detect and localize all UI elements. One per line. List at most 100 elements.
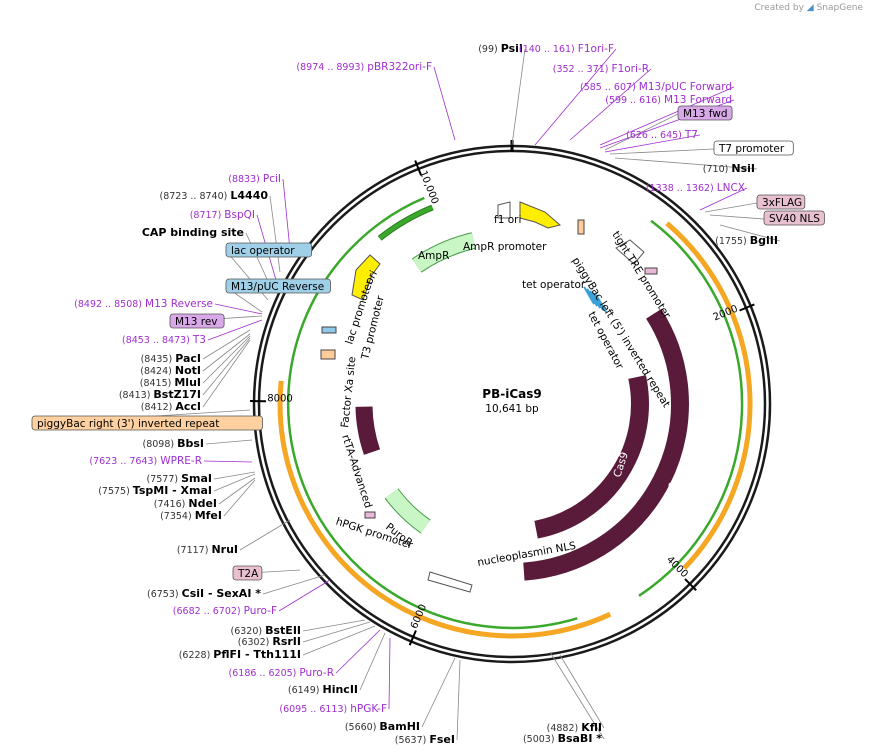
f1-ori-arrow [519, 201, 562, 229]
site-label: (1338 .. 1362) LNCX [646, 182, 745, 194]
leader-line [699, 187, 748, 211]
leader-line [207, 319, 263, 341]
leader-line [202, 339, 251, 408]
site-label: (8424) NotI [140, 364, 201, 377]
site-label: (140 .. 161) F1ori-F [519, 43, 614, 55]
site-label: (8833) PciI [228, 173, 281, 185]
site-label-text: (7577) SmaI [146, 472, 212, 485]
site-label: (4882) KflI [547, 721, 602, 734]
tre-label: tight TRE promoter [609, 229, 673, 321]
site-label-text: (8435) PacI [141, 352, 201, 365]
ori-label: ori [363, 269, 380, 287]
site-label: (626 .. 645) T7 [626, 129, 698, 141]
site-label-text: CAP binding site [142, 226, 244, 239]
box-label-text: M13/pUC Reverse [231, 281, 324, 293]
leader-line [609, 148, 715, 155]
site-label-text: (7623 .. 7643) WPRE-R [89, 455, 202, 467]
site-label: (6186 .. 6205) Puro-R [229, 667, 334, 679]
box-label [763, 210, 825, 226]
site-label: (7623 .. 7643) WPRE-R [89, 455, 202, 467]
leader-line [559, 654, 605, 729]
tet-operator-1-label: tet operator [522, 279, 586, 291]
site-label: (6682 .. 6702) Puro-F [173, 605, 277, 617]
site-label-text: (1338 .. 1362) LNCX [646, 182, 745, 194]
cas9-inner-arrow-outline [534, 375, 649, 539]
t3-box [320, 349, 336, 360]
site-label-text: (5003) BsaBI * [523, 732, 602, 745]
leader-line [202, 333, 251, 372]
hpgk-arrow [427, 571, 473, 593]
site-label: (5637) FseI [395, 733, 455, 746]
site-label: (7117) NruI [177, 543, 238, 556]
leader-line [218, 477, 256, 505]
leader-line [205, 439, 253, 445]
box-label-text: lac operator [231, 245, 295, 257]
site-label-text: (6149) HincII [288, 683, 358, 696]
site-label-text: (6320) BstEII [231, 624, 302, 637]
site-label-text: (8833) PciI [228, 173, 281, 185]
leader-line [511, 48, 526, 146]
site-label-text: (6682 .. 6702) Puro-F [173, 605, 277, 617]
site-label: (6753) CsiI - SexAI * [147, 587, 261, 600]
site-label-text: (6095 .. 6113) hPGK-F [279, 703, 387, 715]
site-label: (7354) MfeI [160, 509, 222, 522]
site-label: CAP binding site [142, 226, 244, 239]
leader-line [433, 66, 456, 141]
tick-mark [408, 630, 417, 646]
site-label: (99) PsiI [478, 42, 523, 55]
site-label-text: (5660) BamHI [345, 720, 420, 733]
site-label: (8413) BstZ17I [119, 388, 201, 401]
tet-operator-box [589, 290, 601, 309]
leader-line [719, 224, 781, 242]
orange-ring-lower [277, 380, 612, 639]
leader-line [239, 519, 291, 551]
tick-mark [684, 578, 697, 592]
leader-line [388, 637, 391, 710]
site-label: (6320) BstEII [231, 624, 302, 637]
feature-rings [277, 196, 753, 639]
site-label: (7575) TspMI - XmaI [98, 484, 212, 497]
leader-line [282, 178, 291, 251]
site-label-text: (7416) NdeI [154, 497, 217, 510]
rtta-short-label: rtTA [336, 476, 355, 501]
credit-prefix: Created by [754, 3, 804, 13]
site-label-text: (7117) NruI [177, 543, 238, 556]
site-label-text: (585 .. 607) M13/pUC Forward [580, 81, 732, 93]
orange-ring-cds [665, 221, 753, 570]
tet-operator-box [586, 288, 598, 307]
box-label [31, 415, 263, 431]
site-label: (8412) AccI [141, 400, 201, 413]
puror-arrow [385, 488, 431, 533]
snapgene-credit: Created by ◢ SnapGene [754, 3, 863, 13]
site-label-text: (352 .. 371) F1ori-R [553, 63, 649, 75]
site-label-text: (8453 .. 8473) T3 [122, 334, 206, 346]
site-label: T7 promoter [713, 140, 794, 156]
site-label-text: (5637) FseI [395, 733, 455, 746]
site-label-text: (4882) KflI [547, 721, 602, 734]
tick-mark [739, 303, 755, 312]
plasmid-size: 10,641 bp [485, 403, 539, 415]
leader-line [202, 337, 251, 396]
site-label-text: (8424) NotI [140, 364, 201, 377]
cas9-outer-arrow-outline [523, 308, 689, 581]
plasmid-name: PB-iCas9 [482, 387, 541, 401]
leader-line [335, 629, 381, 674]
leader-line [456, 659, 461, 741]
site-label: (8415) MluI [140, 376, 201, 389]
box-label [225, 242, 312, 258]
tick-mark [414, 160, 423, 176]
site-label-text: (6228) PflFI - Tth111I [179, 648, 301, 661]
ampr-promoter-arrow [497, 201, 511, 219]
site-label-text: (6302) RsrII [238, 635, 301, 648]
site-label-text: (8717) BspQI [190, 209, 255, 221]
leader-line [278, 579, 331, 612]
box-label-text: T2A [237, 568, 259, 580]
leader-line [269, 195, 281, 273]
ampr-label: AmpR [418, 250, 449, 262]
leader-line [569, 68, 652, 141]
leader-line [203, 460, 253, 463]
site-label: (585 .. 607) M13/pUC Forward [580, 81, 732, 93]
box-label-text: SV40 NLS [769, 213, 820, 225]
tre-arrow [615, 239, 645, 265]
